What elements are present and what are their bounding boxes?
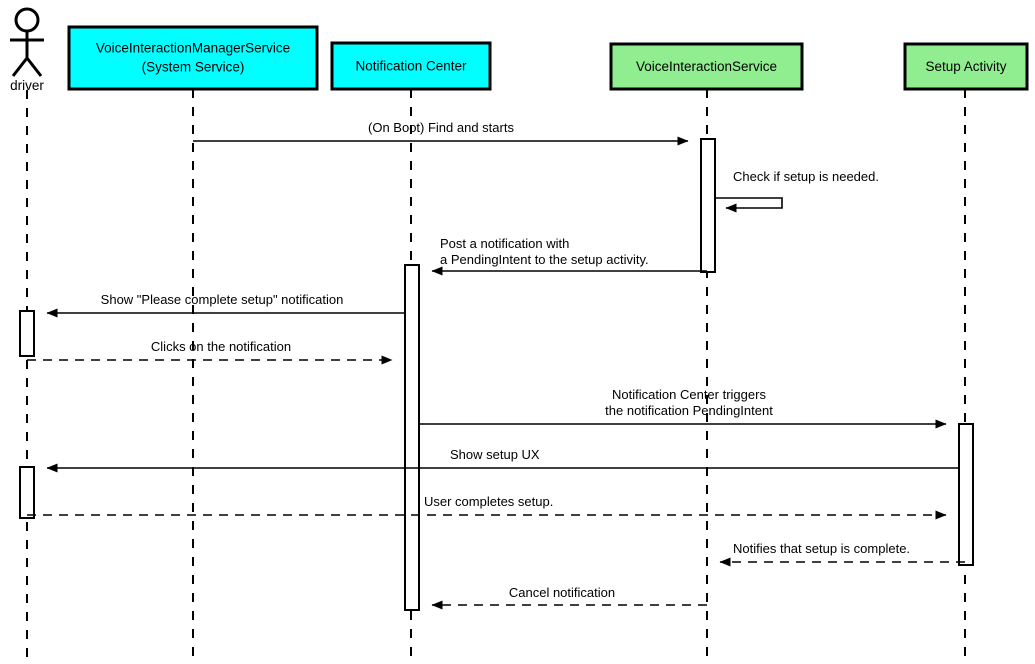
activation-bar-voice-interaction-service bbox=[700, 138, 716, 273]
participant-box-rect bbox=[609, 42, 804, 91]
activation-bar-notification-center bbox=[404, 264, 420, 611]
message-label-msg-show-setup-notification: Show "Please complete setup" notificatio… bbox=[101, 292, 344, 307]
participant-boxes-group: driver VoiceInteractionManagerService (Sys… bbox=[10, 7, 1029, 93]
participant-label-line1: Notification Center bbox=[355, 59, 467, 74]
participant-box-rect bbox=[67, 25, 319, 91]
activation-bar-driver bbox=[19, 466, 35, 519]
participant-label-line2: (System Service) bbox=[142, 60, 245, 75]
message-label-msg-check-if-setup-needed: Check if setup is needed. bbox=[733, 169, 879, 184]
participant-box-setup-activity[interactable]: Setup Activity bbox=[903, 42, 1029, 91]
message-arrow-self-msg-check-if-setup-needed bbox=[715, 197, 783, 213]
participant-box-rect bbox=[903, 42, 1029, 91]
actor-right-leg-icon bbox=[25, 57, 43, 77]
participant-box-voice-interaction-service[interactable]: VoiceInteractionService bbox=[609, 42, 804, 91]
activation-bar-driver bbox=[19, 310, 35, 357]
participant-label-line1: VoiceInteractionService bbox=[636, 59, 777, 74]
message-label-msg-show-setup-ux: Show setup UX bbox=[450, 447, 540, 462]
activation-bars-group bbox=[19, 138, 974, 611]
message-arrows-group bbox=[27, 136, 965, 610]
participant-label-line1: Setup Activity bbox=[925, 59, 1006, 74]
actor-label: driver bbox=[10, 78, 44, 93]
participant-box-notification-center[interactable]: Notification Center bbox=[330, 41, 492, 91]
message-label-msg-triggers-pendingintent-line1: Notification Center triggers bbox=[612, 387, 766, 402]
actor-driver[interactable]: driver bbox=[10, 7, 44, 93]
message-label-msg-triggers-pendingintent-line2: the notification PendingIntent bbox=[605, 403, 773, 418]
activation-bar-setup-activity bbox=[958, 423, 974, 566]
message-label-msg-notifies-setup-complete: Notifies that setup is complete. bbox=[733, 541, 910, 556]
actor-head-icon bbox=[14, 7, 40, 33]
message-label-msg-post-notification-line2: a PendingIntent to the setup activity. bbox=[440, 252, 649, 267]
message-label-msg-cancel-notification: Cancel notification bbox=[509, 585, 615, 600]
message-label-msg-post-notification-line1: Post a notification with bbox=[440, 236, 569, 251]
message-label-msg-clicks-on-notification: Clicks on the notification bbox=[151, 339, 291, 354]
participant-box-rect bbox=[330, 41, 492, 91]
actor-left-leg-icon bbox=[11, 57, 29, 77]
participant-box-vims[interactable]: VoiceInteractionManagerService (System Se… bbox=[67, 25, 319, 91]
participant-label-line1: VoiceInteractionManagerService bbox=[96, 41, 290, 56]
message-label-msg-user-completes-setup: User completes setup. bbox=[424, 494, 553, 509]
message-label-msg-find-and-starts: (On Boot) Find and starts bbox=[368, 120, 514, 135]
self-call-path bbox=[715, 197, 783, 213]
